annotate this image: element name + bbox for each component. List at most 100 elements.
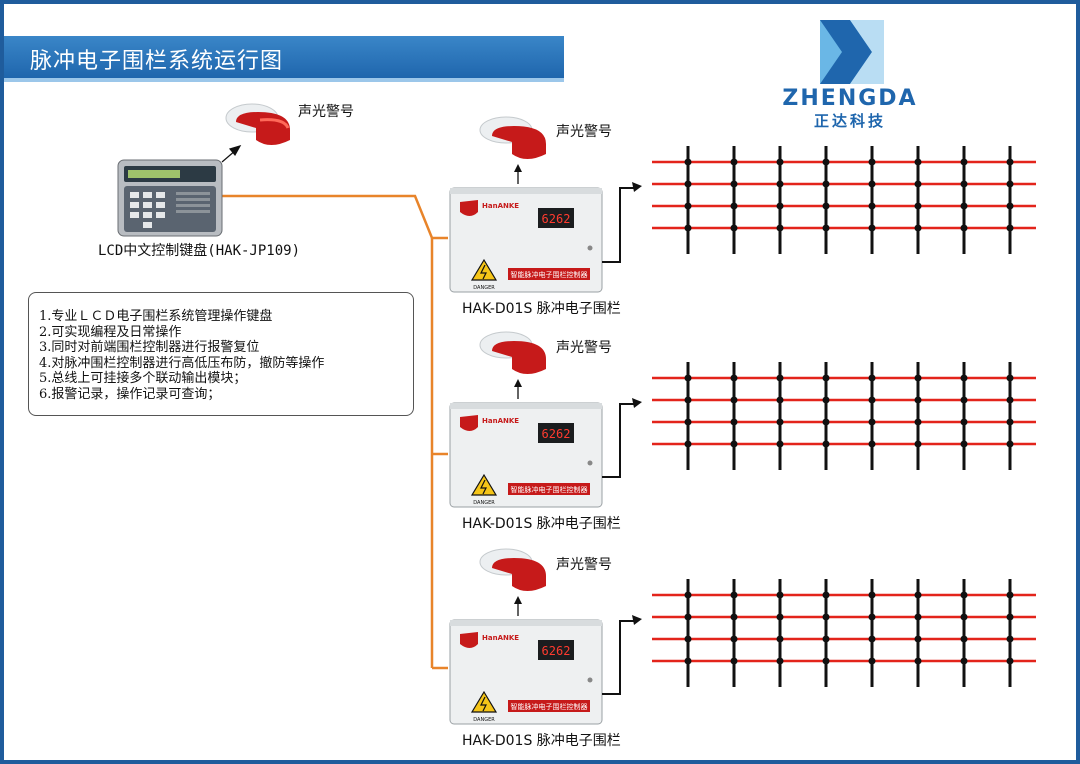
- fence-insulator: [1006, 657, 1014, 665]
- fence-insulator: [914, 418, 922, 426]
- features-box: 1.专业ＬＣＤ电子围栏系统管理操作键盘 2.可实现编程及日常操作 3.同时对前端…: [28, 292, 414, 416]
- fence-insulator: [684, 396, 692, 404]
- controller-alarm-icon: [479, 116, 546, 159]
- fence-2: [652, 362, 1036, 470]
- controller-alarm-icon: [479, 548, 546, 591]
- controller-box-lid: [450, 188, 602, 194]
- controller-3-alarm-label: 声光警号: [556, 557, 612, 573]
- controller-strip-text: 智能脉冲电子围栏控制器: [511, 485, 588, 494]
- fence-insulator: [684, 202, 692, 210]
- fence-1: [652, 146, 1036, 254]
- fence-insulator: [868, 180, 876, 188]
- fence-insulator: [776, 202, 784, 210]
- fence-insulator: [684, 180, 692, 188]
- fence-insulator: [960, 202, 968, 210]
- fence-insulator: [914, 180, 922, 188]
- brand-shield-icon: [460, 632, 478, 648]
- controller-strip: [508, 268, 590, 280]
- fence-insulator: [822, 224, 830, 232]
- fence-insulator: [1006, 180, 1014, 188]
- fence-insulator: [776, 440, 784, 448]
- fence-insulator: [776, 158, 784, 166]
- logo-mark-icon: [820, 20, 884, 84]
- keyboard-alarm-arrow: [221, 145, 242, 163]
- fence-insulator: [914, 202, 922, 210]
- fence-insulator: [730, 202, 738, 210]
- fence-insulator: [776, 396, 784, 404]
- fence-insulator: [822, 635, 830, 643]
- fence-insulator: [776, 635, 784, 643]
- fence-insulator: [730, 613, 738, 621]
- fence-feed-arrowhead: [632, 615, 642, 625]
- fence-insulator: [960, 418, 968, 426]
- fence-insulator: [868, 440, 876, 448]
- fence-insulator: [822, 613, 830, 621]
- fence-insulator: [1006, 158, 1014, 166]
- fence-insulator: [684, 657, 692, 665]
- fence-insulator: [776, 418, 784, 426]
- danger-text: DANGER: [473, 717, 495, 723]
- fence-insulator: [868, 591, 876, 599]
- fence-insulator: [868, 657, 876, 665]
- controller-alarm-icon: [479, 331, 546, 374]
- fence-insulator: [914, 635, 922, 643]
- fence-insulator: [1006, 202, 1014, 210]
- fences: [652, 146, 1036, 687]
- fence-insulator: [730, 657, 738, 665]
- controller-strip-text: 智能脉冲电子围栏控制器: [511, 270, 588, 279]
- alarm-arrowhead: [514, 164, 522, 172]
- zhengda-logo: ZHENGDA 正达科技: [780, 18, 920, 130]
- feature-item: 1.专业ＬＣＤ电子围栏系统管理操作键盘: [39, 309, 273, 324]
- controller-display: [538, 640, 574, 660]
- fence-insulator: [822, 202, 830, 210]
- feature-item: 2.可实现编程及日常操作: [39, 324, 182, 340]
- controller-2-label: HAK-D01S 脉冲电子围栏: [462, 516, 621, 532]
- fence-insulator: [868, 396, 876, 404]
- lightning-icon: [480, 264, 487, 280]
- fence-insulator: [730, 418, 738, 426]
- fence-insulator: [868, 418, 876, 426]
- fence-feed-cable: [602, 187, 634, 263]
- fence-insulator: [730, 224, 738, 232]
- fence-insulator: [914, 591, 922, 599]
- fence-insulator: [776, 224, 784, 232]
- fence-insulator: [868, 635, 876, 643]
- fence-insulator: [960, 635, 968, 643]
- keyboard-alarm-label: 声光警号: [298, 104, 354, 120]
- logo-name: ZHENGDA: [782, 86, 918, 111]
- fence-insulator: [730, 440, 738, 448]
- fence-insulator: [684, 591, 692, 599]
- fence-insulator: [960, 374, 968, 382]
- fence-insulator: [822, 418, 830, 426]
- page-title: 脉冲电子围栏系统运行图: [30, 49, 284, 74]
- controller-1-label: HAK-D01S 脉冲电子围栏: [462, 301, 621, 317]
- fence-insulator: [822, 591, 830, 599]
- high-voltage-warning-icon: [470, 473, 498, 496]
- controller-box-lid: [450, 403, 602, 409]
- fence-insulator: [960, 396, 968, 404]
- fence-insulator: [822, 158, 830, 166]
- fence-insulator: [684, 158, 692, 166]
- controller-display: [538, 423, 574, 443]
- feature-item: 6.报警记录，操作记录可查询；: [39, 386, 221, 402]
- fence-insulator: [776, 657, 784, 665]
- fence-insulator: [960, 657, 968, 665]
- lcd-keyboard-device: [117, 159, 223, 237]
- fence-insulator: [868, 224, 876, 232]
- fence-insulator: [960, 180, 968, 188]
- keyboard-label: LCD中文控制键盘(HAK-JP109): [98, 243, 301, 259]
- fence-insulator: [868, 202, 876, 210]
- fence-insulator: [914, 224, 922, 232]
- fence-insulator: [730, 374, 738, 382]
- fence-insulator: [960, 613, 968, 621]
- fence-insulator: [960, 224, 968, 232]
- fence-insulator: [822, 657, 830, 665]
- fence-insulator: [868, 158, 876, 166]
- fence-insulator: [960, 591, 968, 599]
- controller-strip: [508, 700, 590, 712]
- lightning-icon: [480, 479, 487, 495]
- fence-insulator: [868, 613, 876, 621]
- controller-screw: [587, 677, 593, 683]
- controller-2-alarm-label: 声光警号: [556, 340, 612, 356]
